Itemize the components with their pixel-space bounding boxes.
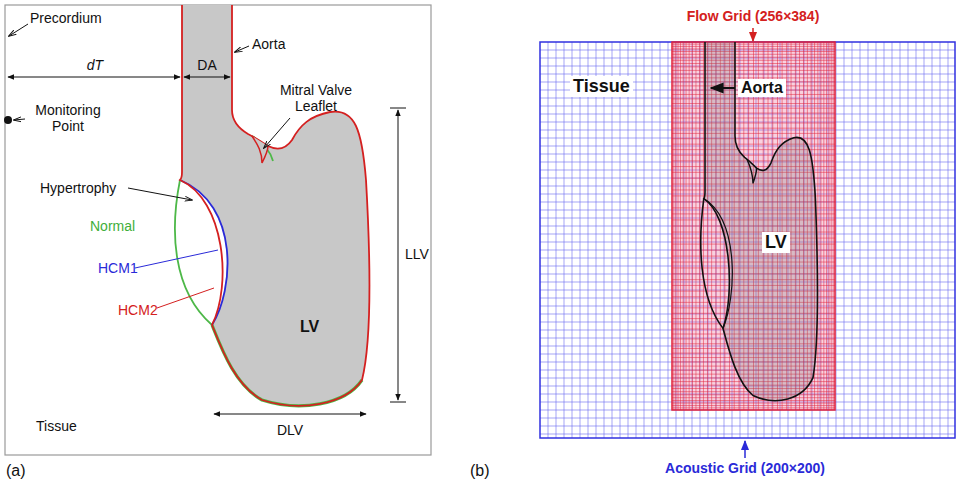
dimension-line	[8, 77, 180, 78]
dimension-label: LLV	[405, 246, 429, 262]
acoustic-grid	[540, 42, 955, 438]
leader-line	[14, 119, 25, 120]
tissue-frame	[5, 5, 431, 455]
part-label: Hypertrophy	[40, 180, 116, 196]
flow-grid-fill	[672, 42, 835, 410]
part-label: LV	[762, 232, 790, 253]
leader-line	[9, 24, 28, 36]
leader-line	[711, 87, 735, 89]
part-label: Aorta	[252, 36, 285, 52]
part-label: Tissue	[36, 418, 77, 434]
dimension-line	[184, 77, 230, 78]
monitoring-point	[4, 116, 12, 124]
panel-a	[4, 5, 431, 455]
dimension-label: DLV	[277, 422, 303, 438]
part-label: Aorta	[738, 79, 786, 97]
leader-line	[752, 28, 754, 41]
leader-line	[135, 250, 218, 268]
leader-line	[157, 288, 214, 308]
leader-line	[744, 441, 746, 458]
mitral-leaflet	[252, 136, 268, 163]
dimension-label: dT	[87, 57, 103, 73]
dimension-line	[214, 414, 366, 415]
legend-label: HCM1	[98, 260, 138, 276]
part-label: LV	[300, 318, 319, 336]
legend-label: Normal	[90, 218, 135, 234]
grid-label: Flow Grid (256×384)	[687, 8, 820, 24]
normal-wall	[212, 325, 362, 406]
panel-b	[540, 28, 955, 458]
dimension-line	[398, 110, 399, 400]
flow-grid	[672, 42, 835, 410]
leader-line	[235, 46, 249, 52]
part-label: Mitral Valve Leaflet	[266, 82, 366, 114]
flow-grid-border	[672, 42, 835, 410]
part-label: Precordium	[30, 10, 102, 26]
grid-label: Acoustic Grid (200×200)	[665, 460, 825, 476]
hcm2-wall	[180, 5, 369, 406]
lv-outline-small	[701, 42, 818, 401]
acoustic-grid-border	[540, 42, 955, 438]
legend-label: HCM2	[118, 302, 158, 318]
part-label: Tissue	[570, 76, 633, 97]
dimension-label: DA	[197, 57, 216, 73]
dimension-tick	[390, 108, 406, 109]
leader-line	[128, 188, 192, 200]
dimension-tick	[390, 402, 406, 403]
panel-label: (a)	[6, 462, 26, 480]
panel-label: (b)	[470, 462, 490, 480]
part-label: Monitoring Point	[27, 102, 109, 134]
leader-line	[264, 118, 290, 148]
